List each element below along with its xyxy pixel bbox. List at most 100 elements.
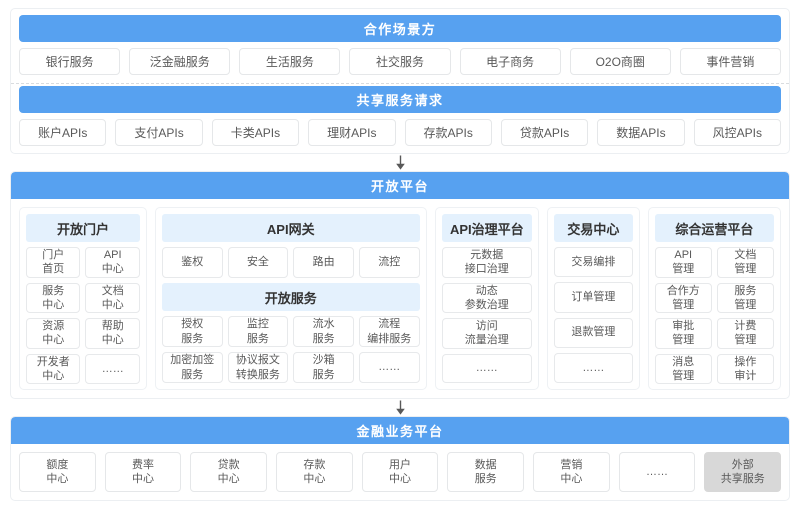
portal-cell: 资源 中心 (26, 318, 81, 349)
cell-row: 动态 参数治理 (441, 282, 532, 314)
api-box: 数据APIs (597, 119, 685, 146)
api-box: 卡类APIs (211, 119, 300, 146)
column-open-portal: 开放门户 门户 首页 API 中心 服务 中心 文档 中心 资源 中心 帮助 中… (19, 207, 147, 390)
open-platform-banner: 开放平台 (11, 172, 789, 199)
trade-center-header: 交易中心 (554, 214, 633, 242)
governance-cell: 访问 流量治理 (441, 318, 532, 349)
cell-row: 服务 中心 文档 中心 (26, 282, 140, 314)
open-service-cell: 沙箱 服务 (293, 352, 354, 383)
shared-requests-banner: 共享服务请求 (19, 86, 781, 113)
operations-platform-header: 综合运营平台 (654, 214, 774, 242)
operations-cell: 计费 管理 (716, 318, 774, 349)
operations-cell: 合作方 管理 (654, 282, 712, 314)
scenario-box: 泛金融服务 (129, 48, 231, 75)
cell-row: 合作方 管理 服务 管理 (654, 282, 774, 314)
cell-row: …… (441, 353, 532, 383)
cell-row: 授权 服务 监控 服务 流水 服务 流程 编排服务 (161, 316, 420, 347)
finance-platform-panel: 金融业务平台 额度 中心 费率 中心 贷款 中心 存款 中心 用户 中心 数据 … (10, 416, 790, 501)
trade-cell: 订单管理 (554, 282, 633, 313)
open-service-cell: …… (358, 352, 420, 383)
cell-row: 交易编排 (554, 247, 633, 278)
scenario-banner: 合作场景方 (19, 15, 781, 42)
external-shared-service-cell: 外部 共享服务 (704, 452, 782, 492)
api-box: 支付APIs (115, 119, 203, 146)
scenario-request-panel: 合作场景方 银行服务 泛金融服务 生活服务 社交服务 电子商务 O2O商圈 事件… (10, 8, 790, 154)
api-gateway-header: API网关 (161, 214, 420, 242)
cell-row: 订单管理 (554, 282, 633, 313)
column-operations-platform: 综合运营平台 API 管理 文档 管理 合作方 管理 服务 管理 审批 管理 计… (647, 207, 781, 390)
cell-row: 开发者 中心 …… (26, 353, 140, 385)
operations-cell: 消息 管理 (654, 353, 712, 385)
cell-row: 门户 首页 API 中心 (26, 247, 140, 278)
open-portal-header: 开放门户 (26, 214, 140, 242)
finance-cell: 数据 服务 (447, 452, 525, 492)
cell-row: 元数据 接口治理 (441, 247, 532, 278)
cell-row: 访问 流量治理 (441, 318, 532, 349)
trade-cell: …… (554, 352, 633, 383)
scenario-box: 银行服务 (19, 48, 121, 75)
cell-row: 资源 中心 帮助 中心 (26, 318, 140, 349)
open-service-cell: 流程 编排服务 (358, 316, 420, 347)
finance-cell: 营销 中心 (533, 452, 610, 492)
portal-cell: 服务 中心 (26, 282, 81, 314)
column-api-gateway: API网关 鉴权 安全 路由 流控 开放服务 授权 服务 监控 服务 流水 服务… (154, 207, 427, 390)
finance-cell: 存款 中心 (276, 452, 353, 492)
open-service-cell: 授权 服务 (161, 316, 223, 347)
scenario-box: 社交服务 (349, 48, 451, 75)
cell-row: 审批 管理 计费 管理 (654, 318, 774, 349)
portal-cell: …… (85, 353, 140, 385)
open-service-cell: 协议报文 转换服务 (227, 352, 289, 383)
down-arrow-icon (395, 155, 405, 170)
api-box-row: 账户APIs 支付APIs 卡类APIs 理财APIs 存款APIs 贷款API… (19, 119, 781, 146)
cell-row: 加密加签 服务 协议报文 转换服务 沙箱 服务 …… (161, 352, 420, 383)
open-service-cell: 加密加签 服务 (161, 352, 223, 383)
scenario-box: 生活服务 (239, 48, 341, 75)
governance-cell: 元数据 接口治理 (441, 247, 532, 278)
gateway-cell: 安全 (227, 247, 289, 278)
finance-cell: 用户 中心 (361, 452, 439, 492)
governance-cell: 动态 参数治理 (441, 282, 532, 314)
open-services-header: 开放服务 (161, 283, 420, 311)
open-service-cell: 流水 服务 (293, 316, 354, 347)
operations-cell: 服务 管理 (716, 282, 774, 314)
gateway-cell: 鉴权 (161, 247, 223, 278)
portal-cell: 门户 首页 (26, 247, 81, 278)
api-box: 账户APIs (19, 119, 107, 146)
finance-cell: 额度 中心 (19, 452, 96, 492)
scenario-box: O2O商圈 (569, 48, 671, 75)
gateway-cell: 流控 (358, 247, 420, 278)
cell-row: 消息 管理 操作 审计 (654, 353, 774, 385)
cell-row: 退款管理 (554, 317, 633, 348)
column-api-governance: API治理平台 元数据 接口治理 动态 参数治理 访问 流量治理 …… (434, 207, 539, 390)
dashed-divider (11, 83, 789, 84)
api-box: 理财APIs (308, 119, 396, 146)
open-service-cell: 监控 服务 (227, 316, 289, 347)
flow-arrow-bottom (10, 399, 790, 416)
finance-cell: 费率 中心 (104, 452, 182, 492)
operations-cell: 操作 审计 (716, 353, 774, 385)
down-arrow-icon (395, 400, 405, 415)
cell-row: API 管理 文档 管理 (654, 247, 774, 278)
portal-cell: 帮助 中心 (85, 318, 140, 349)
governance-cell: …… (441, 353, 532, 383)
flow-arrow-top (10, 154, 790, 171)
cell-row: 鉴权 安全 路由 流控 (161, 247, 420, 278)
portal-cell: 文档 中心 (85, 282, 140, 314)
api-box: 存款APIs (404, 119, 492, 146)
portal-cell: API 中心 (85, 247, 140, 278)
finance-cell: …… (618, 452, 696, 492)
open-platform-panel: 开放平台 开放门户 门户 首页 API 中心 服务 中心 文档 中心 资源 中心… (10, 171, 790, 399)
cell-row: …… (554, 352, 633, 383)
api-box: 风控APIs (693, 119, 781, 146)
scenario-box: 电子商务 (459, 48, 561, 75)
operations-cell: 审批 管理 (654, 318, 712, 349)
operations-cell: 文档 管理 (716, 247, 774, 278)
api-governance-header: API治理平台 (441, 214, 532, 242)
trade-cell: 交易编排 (554, 247, 633, 278)
open-platform-columns: 开放门户 门户 首页 API 中心 服务 中心 文档 中心 资源 中心 帮助 中… (11, 199, 789, 398)
api-box: 贷款APIs (500, 119, 589, 146)
column-trade-center: 交易中心 交易编排 订单管理 退款管理 …… (547, 207, 640, 390)
finance-cell: 贷款 中心 (190, 452, 268, 492)
operations-cell: API 管理 (654, 247, 712, 278)
